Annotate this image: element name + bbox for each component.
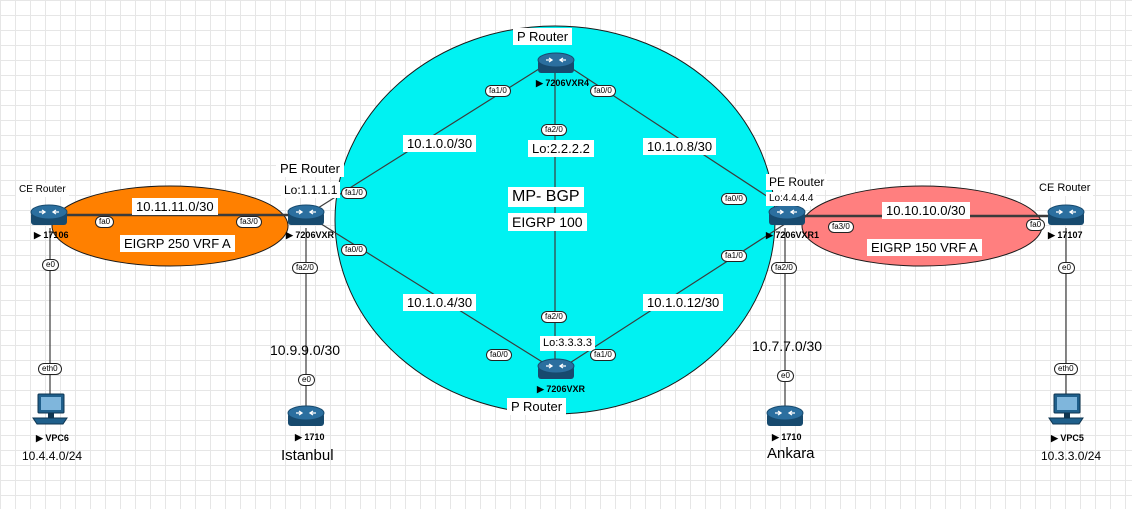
core-igp-label: EIGRP 100 [508, 213, 587, 231]
istanbul-router-icon[interactable] [287, 404, 325, 428]
port-ce-left-e0: e0 [42, 259, 59, 271]
vpc6-device-text: VPC6 [45, 433, 69, 443]
vpc5-pc-icon[interactable] [1046, 392, 1086, 426]
link-label-10-1-0-12: 10.1.0.12/30 [643, 294, 724, 311]
vpc6-subnet: 10.4.4.0/24 [22, 449, 83, 463]
pe-right-role-label: PE Router [766, 174, 828, 190]
left-vrf-label: EIGRP 250 VRF A [120, 235, 235, 252]
pe-right-device-name: ▶ 7206VXR1 [766, 230, 819, 240]
port-ce-left-fa0: fa0 [95, 216, 115, 228]
ce-left-router-icon[interactable] [30, 203, 68, 227]
ankara-link-subnet: 10.7.7.0/30 [752, 338, 823, 354]
pe-right-device-text: 7206VXR1 [775, 230, 819, 240]
port-vpc5-eth0: eth0 [1054, 363, 1078, 375]
port-pe-left-fa3-0: fa3/0 [236, 216, 262, 228]
pe-right-router-icon[interactable] [768, 203, 806, 227]
pe-left-router-icon[interactable] [287, 203, 325, 227]
link-label-10-1-0-4: 10.1.0.4/30 [403, 294, 477, 311]
port-pe-left-fa0-0: fa0/0 [341, 244, 367, 256]
istanbul-link-subnet: 10.9.9.0/30 [270, 342, 341, 358]
vpc6-device-name: ▶ VPC6 [36, 433, 69, 443]
ankara-device-name: ▶ 1710 [772, 432, 802, 442]
right-vrf-subnet: 10.10.10.0/30 [882, 202, 970, 219]
right-vrf-label: EIGRP 150 VRF A [867, 239, 982, 256]
p-bottom-role-label: P Router [507, 398, 567, 415]
p-bottom-device-text: 7206VXR [546, 384, 585, 394]
vpc6-pc-icon[interactable] [30, 392, 70, 426]
port-pe-right-fa0-0: fa0/0 [721, 193, 747, 205]
port-p-bottom-fa1-0: fa1/0 [590, 349, 616, 361]
link-label-10-1-0-0: 10.1.0.0/30 [403, 135, 477, 152]
p-top-router-icon[interactable] [537, 51, 575, 75]
port-pe-left-fa1-0: fa1/0 [341, 187, 367, 199]
ce-left-device-text: 17106 [43, 230, 69, 240]
core-protocol-label: MP- BGP [508, 187, 584, 207]
port-istanbul-e0: e0 [298, 374, 315, 386]
ankara-city-label: Ankara [767, 445, 815, 462]
port-p-top-fa0-0: fa0/0 [590, 85, 616, 97]
port-p-bottom-fa2-0: fa2/0 [541, 311, 567, 323]
pe-right-loopback: Lo:4.4.4.4 [766, 192, 817, 206]
port-ce-right-fa0: fa0 [1026, 219, 1046, 231]
port-pe-right-fa3-0: fa3/0 [828, 221, 854, 233]
p-top-device-text: 7206VXR4 [545, 78, 589, 88]
vpc5-subnet: 10.3.3.0/24 [1041, 449, 1102, 463]
left-vrf-subnet: 10.11.11.0/30 [132, 198, 218, 215]
port-p-top-fa2-0: fa2/0 [541, 124, 567, 136]
p-top-loopback: Lo:2.2.2.2 [528, 140, 594, 157]
istanbul-device-text: 1710 [304, 432, 325, 442]
vpc5-device-text: VPC5 [1060, 433, 1084, 443]
link-label-10-1-0-8: 10.1.0.8/30 [643, 138, 717, 155]
ankara-router-icon[interactable] [766, 404, 804, 428]
port-ankara-e0: e0 [777, 370, 794, 382]
p-bottom-loopback: Lo:3.3.3.3 [540, 336, 595, 351]
port-pe-right-fa2-0: fa2/0 [771, 262, 797, 274]
vpc5-device-name: ▶ VPC5 [1051, 433, 1084, 443]
p-bottom-device-name: ▶ 7206VXR [537, 384, 585, 394]
istanbul-city-label: Istanbul [281, 447, 334, 464]
pe-left-device-text: 7206VXR [295, 230, 334, 240]
port-pe-right-fa1-0: fa1/0 [721, 250, 747, 262]
port-vpc6-eth0: eth0 [38, 363, 62, 375]
istanbul-device-name: ▶ 1710 [295, 432, 325, 442]
pe-left-device-name: ▶ 7206VXR [286, 230, 334, 240]
p-top-role-label: P Router [513, 28, 573, 45]
ankara-device-text: 1710 [781, 432, 802, 442]
port-ce-right-e0: e0 [1058, 262, 1075, 274]
p-top-device-name: ▶ 7206VXR4 [536, 78, 589, 88]
ce-right-role-label: CE Router [1036, 181, 1094, 196]
ce-left-device-name: ▶ 17106 [34, 230, 69, 240]
pe-left-loopback: Lo:1.1.1.1 [281, 182, 341, 198]
port-pe-left-fa2-0: fa2/0 [292, 262, 318, 274]
ce-right-device-text: 17107 [1057, 230, 1083, 240]
port-p-bottom-fa0-0: fa0/0 [486, 349, 512, 361]
ce-right-device-name: ▶ 17107 [1048, 230, 1083, 240]
port-p-top-fa1-0: fa1/0 [485, 85, 511, 97]
ce-right-router-icon[interactable] [1047, 203, 1085, 227]
pe-left-role-label: PE Router [276, 160, 344, 177]
p-bottom-router-icon[interactable] [537, 357, 575, 381]
ce-left-role-label: CE Router [16, 183, 69, 197]
